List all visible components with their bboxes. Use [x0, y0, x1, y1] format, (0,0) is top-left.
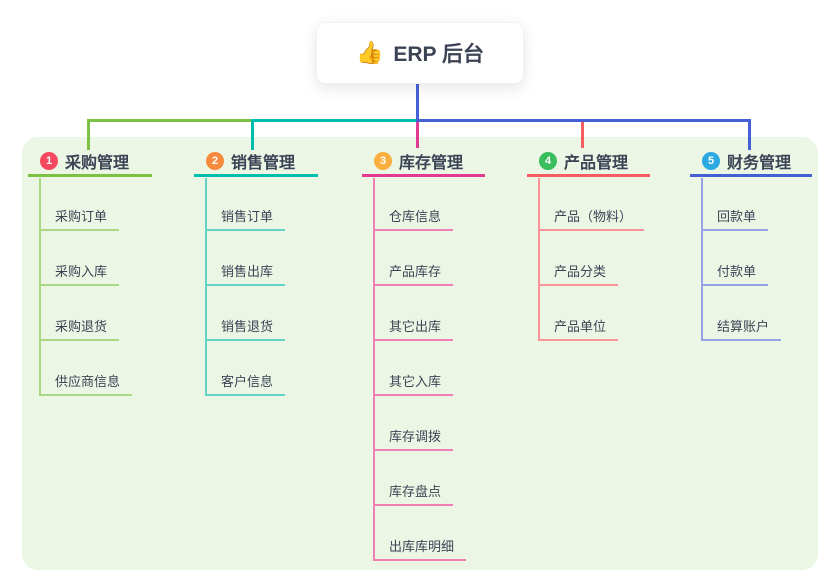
branch-title-label: 财务管理	[727, 155, 792, 172]
child-node[interactable]: 销售退货	[205, 317, 286, 341]
child-node[interactable]: 结算账户	[701, 317, 782, 341]
drop-line-purchase	[87, 119, 90, 150]
child-node[interactable]: 采购退货	[39, 317, 120, 341]
branch-node-inventory[interactable]: 3 库存管理	[362, 148, 485, 177]
child-node[interactable]: 库存调拨	[373, 427, 454, 451]
root-node[interactable]: 👍 ERP 后台	[316, 22, 524, 84]
drop-line-sales	[251, 119, 254, 150]
branch-number-badge: 5	[702, 152, 720, 170]
branch-title-label: 库存管理	[399, 155, 464, 172]
child-node[interactable]: 其它入库	[373, 372, 454, 396]
child-node[interactable]: 采购入库	[39, 262, 120, 286]
child-node[interactable]: 回款单	[701, 207, 769, 231]
branch-node-finance[interactable]: 5 财务管理	[690, 148, 812, 177]
child-node[interactable]: 产品分类	[538, 262, 619, 286]
child-node[interactable]: 产品单位	[538, 317, 619, 341]
child-node[interactable]: 出库库明细	[373, 537, 467, 561]
drop-line-finance	[748, 119, 751, 150]
child-node[interactable]: 销售订单	[205, 207, 286, 231]
branch-child-connector	[701, 178, 703, 341]
branch-number-badge: 1	[40, 152, 58, 170]
bus-segment-blue	[416, 119, 751, 122]
root-connector-line	[416, 82, 419, 122]
branch-node-product[interactable]: 4 产品管理	[527, 148, 650, 177]
branch-child-connector	[205, 178, 207, 396]
bus-segment-teal	[251, 119, 416, 122]
branch-number-badge: 3	[374, 152, 392, 170]
thumbs-up-icon: 👍	[355, 40, 384, 65]
branch-child-connector	[39, 178, 41, 396]
child-node[interactable]: 产品（物料）	[538, 207, 645, 231]
drop-line-product	[581, 122, 584, 148]
drop-line-inventory	[416, 122, 419, 148]
branch-title-label: 采购管理	[65, 155, 130, 172]
child-node[interactable]: 付款单	[701, 262, 769, 286]
branch-number-badge: 2	[206, 152, 224, 170]
branch-child-connector	[538, 178, 540, 341]
child-node[interactable]: 仓库信息	[373, 207, 454, 231]
background-panel	[22, 137, 818, 570]
branch-title-label: 产品管理	[564, 155, 629, 172]
child-node[interactable]: 销售出库	[205, 262, 286, 286]
child-node[interactable]: 库存盘点	[373, 482, 454, 506]
child-node[interactable]: 采购订单	[39, 207, 120, 231]
child-node[interactable]: 其它出库	[373, 317, 454, 341]
branch-node-sales[interactable]: 2 销售管理	[194, 148, 318, 177]
bus-segment-green	[87, 119, 251, 122]
branch-child-connector	[373, 178, 375, 560]
child-node[interactable]: 客户信息	[205, 372, 286, 396]
child-node[interactable]: 供应商信息	[39, 372, 133, 396]
branch-node-purchase[interactable]: 1 采购管理	[28, 148, 152, 177]
root-node-label: ERP 后台	[393, 43, 485, 66]
child-node[interactable]: 产品库存	[373, 262, 454, 286]
branch-number-badge: 4	[539, 152, 557, 170]
branch-title-label: 销售管理	[231, 155, 296, 172]
